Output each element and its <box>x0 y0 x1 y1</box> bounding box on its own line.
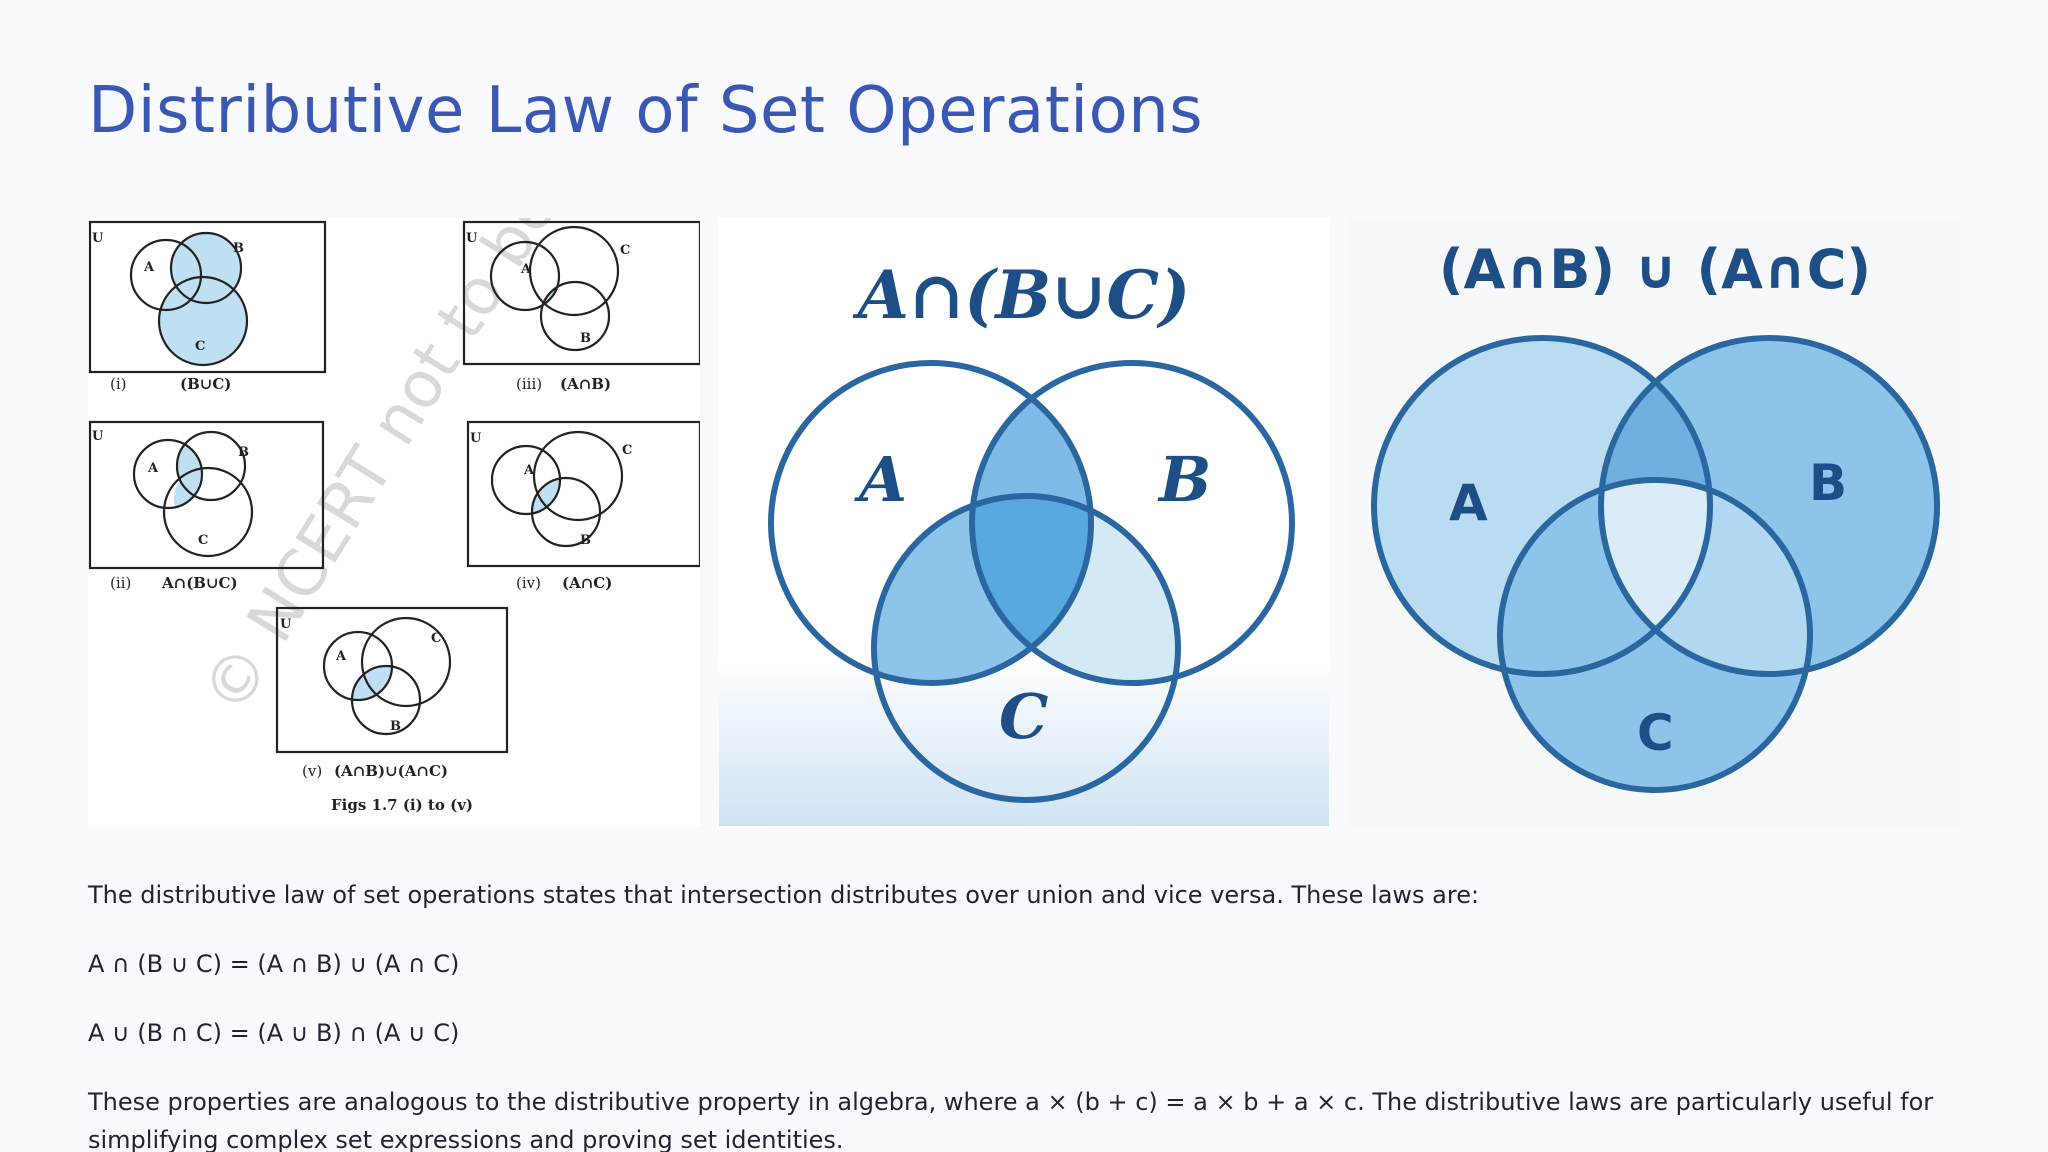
fig1-label-a: A <box>143 260 155 275</box>
fig2-label-c: C <box>198 533 208 548</box>
fig5-circle-c <box>360 616 452 708</box>
fig2-caption: A∩(B∪C) <box>161 574 238 592</box>
outro-paragraph: These properties are analogous to the di… <box>88 1088 1934 1152</box>
ncert-figures-image: © NCERT not to be republished U A B C (i… <box>88 218 700 826</box>
venn-left-label-b: B <box>1157 443 1211 516</box>
fig4-caption: (A∩C) <box>562 574 612 592</box>
figs-caption: Figs 1.7 (i) to (v) <box>331 796 473 814</box>
fig5-label-a: A <box>335 649 347 664</box>
fig5-caption: (A∩B)∪(A∩C) <box>334 762 448 780</box>
venn-right-label-c: C <box>1637 704 1674 762</box>
venn-right-circle-a <box>1371 335 1713 677</box>
fig5-number: (v) <box>302 762 322 780</box>
region-a-and-b-group <box>972 363 1091 683</box>
fig2-label-a: A <box>147 461 159 476</box>
fig5-circle-b <box>350 664 422 736</box>
fig4-u-label: U <box>470 431 482 446</box>
law-union-over-intersection: A ∪ (B ∩ C) = (A ∪ B) ∩ (A ∪ C) <box>88 1019 460 1047</box>
venn-left-circle-a <box>768 360 1094 686</box>
fig3-circle-a <box>489 240 561 312</box>
fig3-label-c: C <box>620 243 630 258</box>
ncert-figures-svg: © NCERT not to be republished U A B C (i… <box>88 218 700 814</box>
venn-right-label-b: B <box>1809 454 1847 512</box>
venn-left-label-c: C <box>999 680 1048 753</box>
fig1-circle-c <box>157 275 249 367</box>
page-title: Distributive Law of Set Operations <box>88 74 1204 148</box>
fig4-circle-a <box>490 444 562 516</box>
fig3-circle-b <box>539 280 611 352</box>
fig2-circle-a <box>132 438 204 510</box>
fig4-number: (iv) <box>516 574 541 592</box>
fig5-u-label: U <box>280 617 292 632</box>
venn-a-intersect-b-union-c: A∩(B∪C) A B C <box>719 218 1329 826</box>
fig3-circle-c <box>528 225 620 317</box>
venn-right-label-a: A <box>1449 474 1488 532</box>
law-intersection-over-union: A ∩ (B ∪ C) = (A ∩ B) ∪ (A ∩ C) <box>88 950 460 978</box>
fig4-universe-box <box>466 420 700 568</box>
venn-left-circle-c <box>871 493 1181 803</box>
fig4-circle-c <box>532 430 624 522</box>
venn-a-and-b-union-a-and-c: (A∩B) ∪ (A∩C) A B C <box>1349 218 1961 826</box>
fig5-universe-box <box>275 606 509 754</box>
fig2-circle-c <box>162 466 254 558</box>
fig3-number: (iii) <box>516 375 542 393</box>
fig1-circle-b <box>169 231 243 305</box>
venn-left-label-a: A <box>854 443 907 516</box>
fig1-label-c: C <box>195 339 205 354</box>
fig3-u-label: U <box>466 231 478 246</box>
fig4-intersection-fill <box>532 478 560 514</box>
fig3-label-a: A <box>520 262 532 277</box>
fig1-universe-box <box>88 220 327 374</box>
fig4-circle-b <box>530 476 602 548</box>
venn-right-circle-b <box>1598 335 1940 677</box>
intro-paragraph: The distributive law of set operations s… <box>88 881 1480 909</box>
venn-right-formula: (A∩B) ∪ (A∩C) <box>1439 238 1871 301</box>
fig1-circle-a <box>129 238 203 312</box>
fig5-label-b: B <box>390 719 401 734</box>
fig2-label-b: B <box>238 445 249 460</box>
fig4-label-a: A <box>523 463 535 478</box>
fig2-number: (ii) <box>110 574 131 592</box>
fig5-intersection-fill <box>352 666 392 700</box>
fig1-u-label: U <box>92 231 104 246</box>
fig5-label-c: C <box>431 631 441 646</box>
venn-right-svg: (A∩B) ∪ (A∩C) A B C <box>1371 238 1940 793</box>
fig1-label-b: B <box>233 241 244 256</box>
fig3-universe-box <box>462 220 700 366</box>
fig2-circle-b <box>175 430 247 502</box>
fig2-u-label: U <box>92 429 104 444</box>
ncert-watermark: © NCERT not to be republished <box>189 218 700 726</box>
fig3-caption: (A∩B) <box>560 375 611 393</box>
venn-left-formula: A∩(B∪C) <box>852 256 1191 334</box>
fig1-caption: (B∪C) <box>180 375 231 393</box>
venn-right-circle-c <box>1497 477 1813 793</box>
region-a-and-c <box>874 496 1091 683</box>
fig4-label-c: C <box>622 443 632 458</box>
fig1-number: (i) <box>110 375 127 393</box>
fig1-c-fill <box>159 277 247 365</box>
fig4-label-b: B <box>580 533 591 548</box>
fig2-universe-box <box>88 420 325 570</box>
venn-left-circle-b <box>969 360 1295 686</box>
fig3-label-b: B <box>580 331 591 346</box>
fig2-shaded-group <box>174 440 202 508</box>
venn-left-svg: A∩(B∪C) A B C <box>719 218 1329 826</box>
